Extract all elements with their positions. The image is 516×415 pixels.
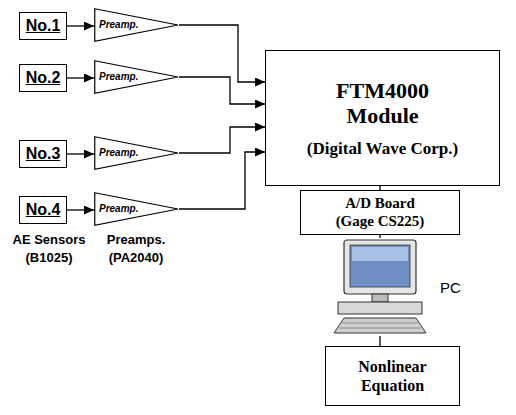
preamp-triangle: Preamp. (94, 60, 179, 94)
node-subtitle: (Gage CS225) (336, 213, 425, 230)
keyboard (334, 318, 426, 333)
part-label: AE Sensors (4, 232, 94, 248)
node-title: No.1 (26, 17, 61, 35)
signal-line (179, 127, 265, 153)
node-title: PC (440, 280, 461, 295)
monitor-stand (372, 294, 388, 302)
part-label: (PA2040) (94, 250, 178, 266)
module-box: FTM4000 Module (Digital Wave Corp.) (265, 50, 500, 186)
computer-drawing (330, 238, 430, 336)
preamp-triangle: Preamp. (94, 192, 179, 226)
node-title: Preamp. (99, 20, 138, 30)
node-title: Preamp. (99, 72, 138, 82)
preamp-triangle: Preamp. (94, 136, 179, 170)
triangle-shape (95, 61, 178, 94)
node-title: No.3 (26, 145, 61, 163)
signal-line (67, 153, 94, 154)
sensor-box: No.1 (19, 12, 67, 40)
signal-line (179, 77, 265, 104)
signal-line (379, 336, 380, 346)
signal-line (67, 77, 94, 78)
signal-line (179, 152, 265, 209)
node-title: No.4 (26, 201, 61, 219)
computer-icon: PC (330, 238, 462, 336)
equation-box: Nonlinear Equation (325, 346, 460, 406)
node-title: Nonlinear Equation (337, 357, 449, 395)
part-label: Preamps. (94, 232, 178, 248)
node-title: FTM4000 Module (318, 78, 448, 129)
node-title: Preamp. (99, 148, 138, 158)
triangle-shape (95, 193, 178, 226)
node-title: Preamp. (99, 204, 138, 214)
screen-glare (352, 247, 408, 261)
monitor-case (344, 240, 416, 294)
sensor-box: No.2 (19, 64, 67, 92)
part-label: (B1025) (4, 250, 94, 266)
signal-line (379, 235, 380, 238)
sensor-box: No.3 (19, 140, 67, 168)
signal-line (67, 209, 94, 210)
node-title: No.2 (26, 69, 61, 87)
triangle-shape (95, 137, 178, 170)
signal-line (67, 25, 94, 26)
sensor-box: No.4 (19, 196, 67, 224)
signal-line (179, 25, 265, 82)
monitor-screen (350, 245, 410, 287)
preamp-triangle: Preamp. (94, 8, 179, 42)
node-subtitle: (Digital Wave Corp.) (307, 139, 458, 159)
keyboard-keys (339, 323, 421, 328)
triangle-shape (95, 9, 178, 42)
computer-base (338, 302, 422, 314)
board-box: A/D Board(Gage CS225) (300, 190, 460, 235)
node-title: A/D Board (345, 195, 415, 212)
